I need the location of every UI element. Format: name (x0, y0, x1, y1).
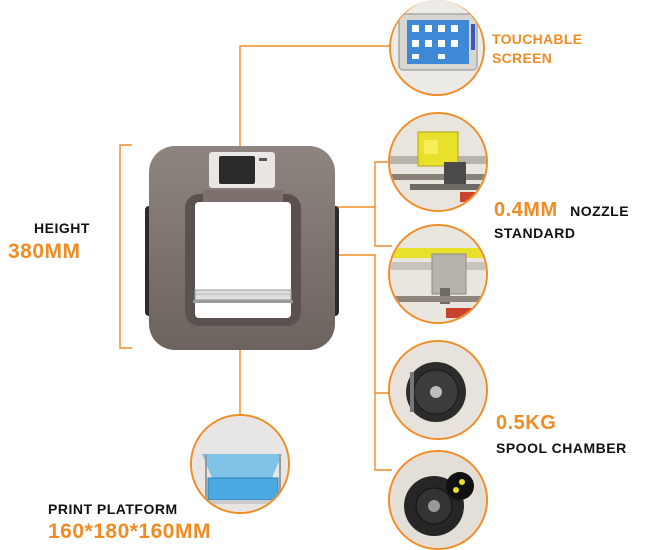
screen-icon (391, 0, 483, 94)
platform-icon (192, 416, 288, 512)
touch-screen-detail (389, 0, 485, 96)
spool-icon (390, 342, 486, 438)
print-platform-detail (190, 414, 290, 514)
platform-label: PRINT PLATFORM (48, 501, 178, 517)
spool-name: SPOOL CHAMBER (496, 440, 627, 456)
spool-detail-bottom (388, 450, 488, 550)
nozzle-name: NOZZLE (570, 203, 630, 219)
screen-label-line1: TOUCHABLE (492, 31, 583, 47)
height-label: HEIGHT (34, 220, 90, 236)
extruder-icon (390, 226, 486, 322)
nozzle-label-line1: 0.4MM NOZZLE (494, 200, 629, 220)
printer-icon (145, 146, 339, 350)
spool-value: 0.5KG (496, 412, 557, 434)
nozzle-detail-top (388, 112, 488, 212)
nozzle-value: 0.4MM (494, 199, 558, 221)
spool-reel-icon (390, 452, 486, 548)
screen-label-line2: SCREEN (492, 50, 553, 66)
spool-detail-top (388, 340, 488, 440)
nozzle-label-line2: STANDARD (494, 225, 576, 241)
printer-image (145, 146, 339, 350)
nozzle-icon (390, 114, 486, 210)
nozzle-detail-bottom (388, 224, 488, 324)
platform-value: 160*180*160MM (48, 520, 211, 543)
height-value: 380MM (8, 240, 81, 263)
